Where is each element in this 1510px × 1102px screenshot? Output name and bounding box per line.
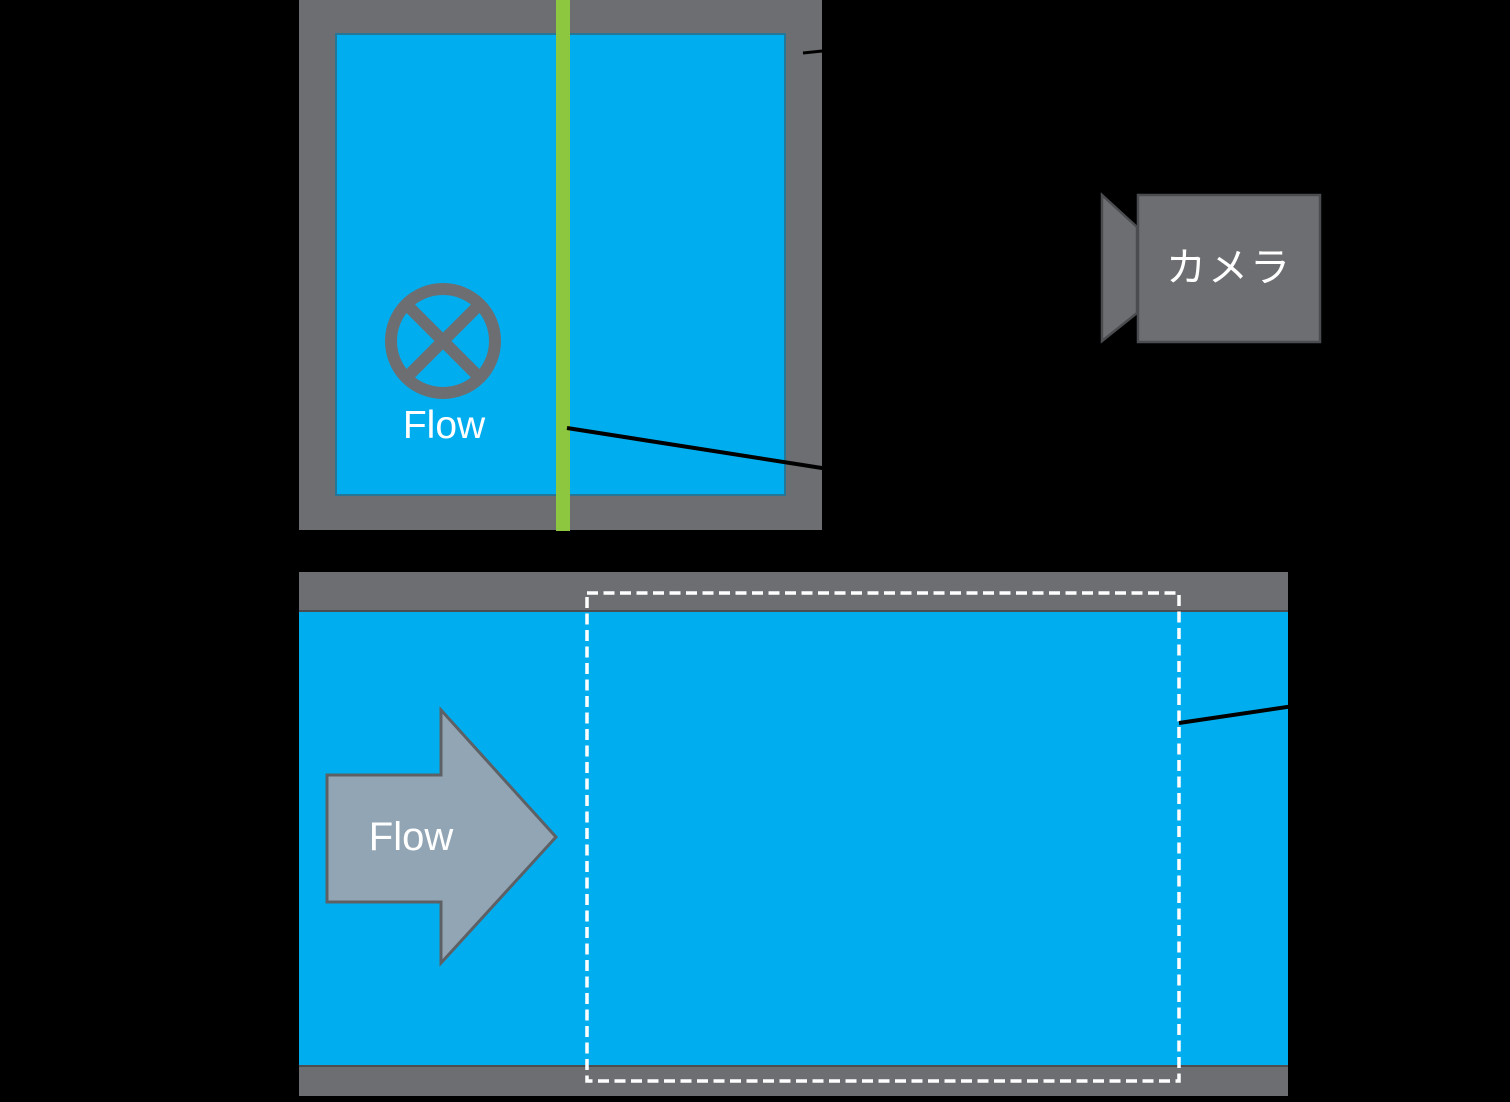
- flow-symbol-circle: [385, 283, 501, 399]
- camera-body: [1136, 193, 1322, 344]
- camera-label: カメラ: [1166, 246, 1292, 290]
- flow-label-top: Flow: [402, 404, 486, 447]
- camera-lens-icon: [1100, 192, 1139, 344]
- leader-line-laser-sheet: [566, 426, 1046, 505]
- fov-dashed-rect: [585, 591, 1181, 1083]
- flow-into-page-icon: [385, 283, 501, 399]
- leader-line-fov: [1178, 672, 1510, 725]
- flow-label-bottom: Flow: [368, 815, 454, 859]
- camera-icon: [1100, 192, 1322, 344]
- flow-symbol-cross-2: [404, 302, 482, 380]
- laser-sheet-line: [556, 0, 570, 531]
- flow-arrow: [325, 706, 559, 967]
- leader-line-top-wall: [802, 26, 1046, 55]
